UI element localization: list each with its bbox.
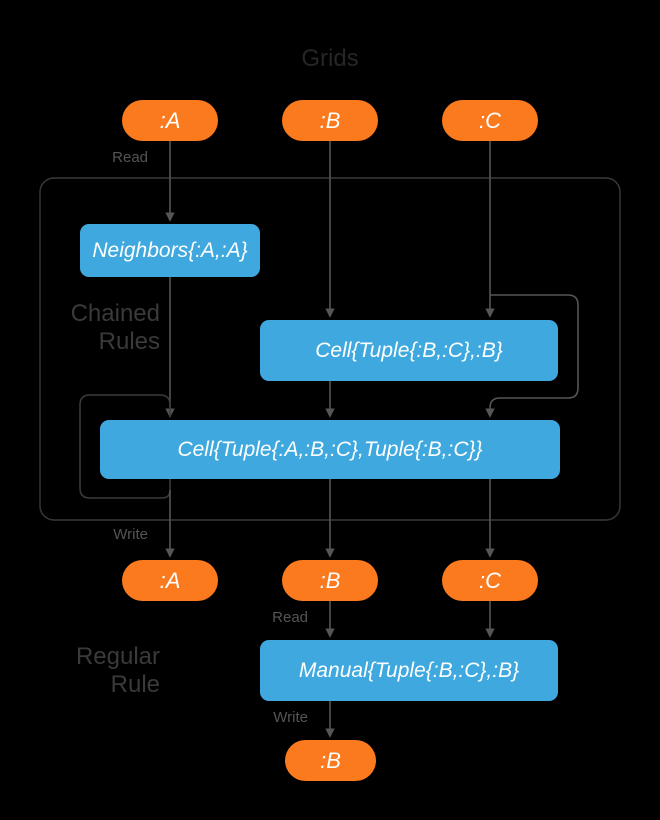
grid-node-b-bottom[interactable]: :B [285, 740, 376, 781]
page-title: Grids [301, 45, 359, 72]
rule-node-manual[interactable]: Manual{Tuple{:B,:C},:B} [260, 640, 558, 701]
section-label-regular-rule: Regular Rule [75, 643, 160, 698]
edge-label-read-top: Read [112, 149, 148, 166]
grid-node-c-top[interactable]: :C [442, 100, 538, 141]
edge-label-write-chained: Write [113, 526, 148, 543]
rule-node-neighbors[interactable]: Neighbors{:A,:A} [80, 224, 260, 277]
grid-node-a-middle[interactable]: :A [122, 560, 218, 601]
edge-label-read-regular: Read [272, 609, 308, 626]
grid-node-a-top[interactable]: :A [122, 100, 218, 141]
section-label-chained-rules: Chained Rules [70, 300, 160, 355]
rule-node-cell-abc[interactable]: Cell{Tuple{:A,:B,:C},Tuple{:B,:C}} [100, 420, 560, 479]
grid-node-b-top[interactable]: :B [282, 100, 378, 141]
grid-node-c-middle[interactable]: :C [442, 560, 538, 601]
rule-node-cell-bc[interactable]: Cell{Tuple{:B,:C},:B} [260, 320, 558, 381]
edge-label-write-regular: Write [273, 709, 308, 726]
grid-node-b-middle[interactable]: :B [282, 560, 378, 601]
